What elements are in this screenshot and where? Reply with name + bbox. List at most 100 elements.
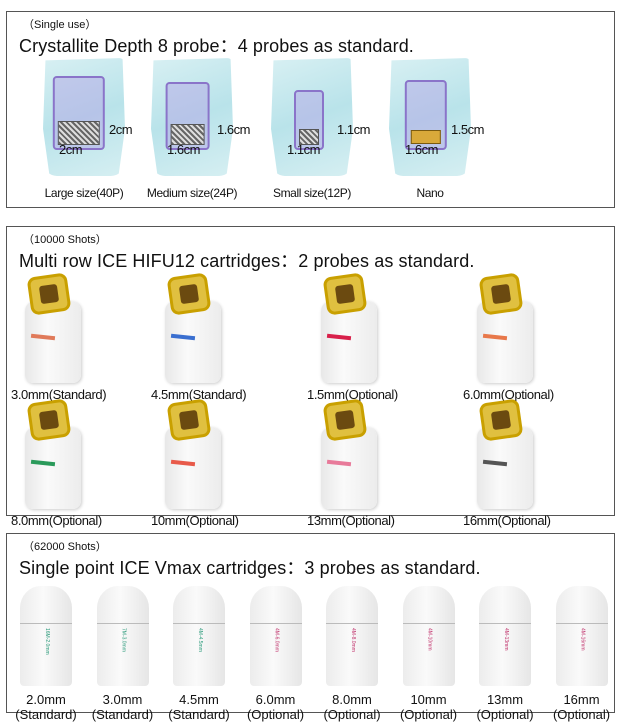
cartridge-note: (Optional)	[399, 707, 458, 722]
probe-head-icon	[165, 82, 210, 150]
hifu-cartridge-image	[21, 272, 81, 383]
hifu-cartridge: 4.5mm(Standard)	[151, 272, 247, 402]
probe-head-icon	[404, 80, 447, 150]
probe-width-label: 1.6cm	[167, 142, 200, 157]
cartridge-note: (Optional)	[552, 707, 611, 722]
probe-height-label: 1.6cm	[217, 122, 250, 137]
cartridge-depth: 3.0mm	[102, 692, 143, 707]
cartridge-transducer-icon	[166, 398, 212, 442]
cartridge-label: 13mm(Optional)	[307, 513, 395, 528]
hifu-cartridge: 10mm(Optional)	[151, 398, 239, 528]
cartridge-code: 4M-4.5mm	[197, 628, 203, 652]
section-title: Crystallite Depth 8 probe：4 probes as st…	[19, 36, 414, 56]
hifu-cartridge: 3.0mm(Standard)	[11, 272, 107, 402]
hifu-cartridge-image	[317, 398, 377, 509]
cartridge-body	[25, 301, 81, 383]
section-subtitle: （10000 Shots）	[23, 234, 107, 246]
vmax-cartridge: 16M-2.0mm 2.0mm(Standard)	[9, 586, 83, 722]
hifu-cartridge: 16mm(Optional)	[463, 398, 551, 528]
cartridge-code: 4M-8.0mm	[350, 628, 356, 652]
cartridge-body	[165, 427, 221, 509]
cartridge-depth: 2.0mm	[26, 692, 66, 707]
cartridge-label: 4.5mm(Standard)	[151, 387, 247, 402]
cartridge-body	[321, 427, 377, 509]
vmax-cartridge-image: 4M-13mm	[479, 586, 531, 686]
cartridge-note: (Standard)	[15, 707, 77, 722]
vmax-cartridge-section: （62000 Shots） Single point ICE Vmax cart…	[6, 533, 615, 722]
hifu-cartridge-image	[21, 398, 81, 509]
cartridge-body	[477, 301, 533, 383]
probe-width-label: 1.1cm	[287, 142, 320, 157]
cartridge-code: 4M-10mm	[426, 628, 433, 651]
section-title: Single point ICE Vmax cartridges：3 probe…	[19, 558, 481, 578]
cartridge-transducer-icon	[478, 398, 524, 442]
probe-bag-image	[151, 58, 233, 176]
cartridge-code: 7M-3.0mm	[120, 628, 127, 652]
cartridge-note: (Optional)	[246, 707, 305, 722]
vmax-cartridge-image: 4M-10mm	[402, 586, 455, 686]
vmax-cartridge: 4M-10mm 10mm(Optional)	[392, 586, 466, 722]
cartridge-transducer-icon	[322, 398, 368, 442]
probe-width-label: 1.6cm	[405, 142, 438, 157]
probe-bag-image	[389, 58, 471, 176]
cartridge-label: 10mm(Optional)	[151, 513, 239, 528]
probe-head-icon	[52, 76, 105, 150]
section-subtitle: （Single use）	[23, 19, 97, 31]
cartridge-body	[321, 301, 377, 383]
probe-size-label: Large size(40P)	[44, 186, 124, 200]
hifu-cartridge: 6.0mm(Optional)	[463, 272, 554, 402]
cartridge-transducer-icon	[322, 272, 368, 316]
probe-height-label: 2cm	[109, 122, 133, 137]
cartridge-transducer-icon	[26, 272, 72, 316]
cartridge-code: 4M-6.0mm	[273, 628, 280, 652]
section-subtitle: （62000 Shots）	[23, 541, 107, 553]
probe-width-label: 2cm	[59, 142, 83, 157]
hifu-cartridge-image	[161, 398, 221, 509]
probe-size-label: Medium size(24P)	[146, 186, 238, 200]
probe-face-icon	[57, 120, 100, 145]
cartridge-depth: 6.0mm	[255, 692, 296, 707]
cartridge-code: 4M-16mm	[579, 628, 586, 651]
hifu-cartridge: 1.5mm(Optional)	[307, 272, 398, 402]
vmax-cartridge-image: 16M-2.0mm	[20, 586, 72, 686]
cartridge-transducer-icon	[166, 272, 212, 316]
cartridge-label: 3.0mm(Standard)	[11, 387, 107, 402]
cartridge-label: 1.5mm(Optional)	[307, 387, 398, 402]
cartridge-body	[477, 427, 533, 509]
probe-height-label: 1.5cm	[451, 122, 484, 137]
cartridge-body	[25, 427, 81, 509]
hifu-cartridge-image	[473, 272, 533, 383]
vmax-cartridge: 4M-6.0mm 6.0mm(Optional)	[239, 586, 313, 722]
probe-face-icon	[299, 128, 319, 145]
cartridge-label: 6.0mm(Optional)	[463, 387, 554, 402]
hifu-cartridge: 13mm(Optional)	[307, 398, 395, 528]
cartridge-label: 8.0mm(Optional)	[11, 513, 102, 528]
hifu-cartridge-image	[317, 272, 377, 383]
probe-face-icon	[170, 124, 205, 145]
vmax-cartridge-image: 4M-16mm	[555, 586, 608, 686]
probe-face-icon	[410, 130, 441, 144]
hifu-cartridge: 8.0mm(Optional)	[11, 398, 102, 528]
cartridge-note: (Optional)	[476, 707, 534, 722]
cartridge-depth: 4.5mm	[179, 692, 219, 707]
cartridge-body	[165, 301, 221, 383]
cartridge-transducer-icon	[478, 272, 524, 316]
vmax-cartridge: 4M-16mm 16mm(Optional)	[545, 586, 619, 722]
probe-head-icon	[294, 90, 324, 150]
cartridge-label: 16mm(Optional)	[463, 513, 551, 528]
crystallite-probe-section: （Single use） Crystallite Depth 8 probe：4…	[6, 11, 615, 208]
hifu-cartridge-image	[473, 398, 533, 509]
probe-bag-image	[43, 58, 125, 176]
cartridge-depth: 10mm	[410, 692, 447, 707]
vmax-cartridge-image: 4M-4.5mm	[173, 586, 225, 686]
cartridge-depth: 8.0mm	[332, 692, 372, 707]
hifu12-cartridge-section: （10000 Shots） Multi row ICE HIFU12 cartr…	[6, 226, 615, 528]
cartridge-depth: 16mm	[563, 692, 600, 707]
